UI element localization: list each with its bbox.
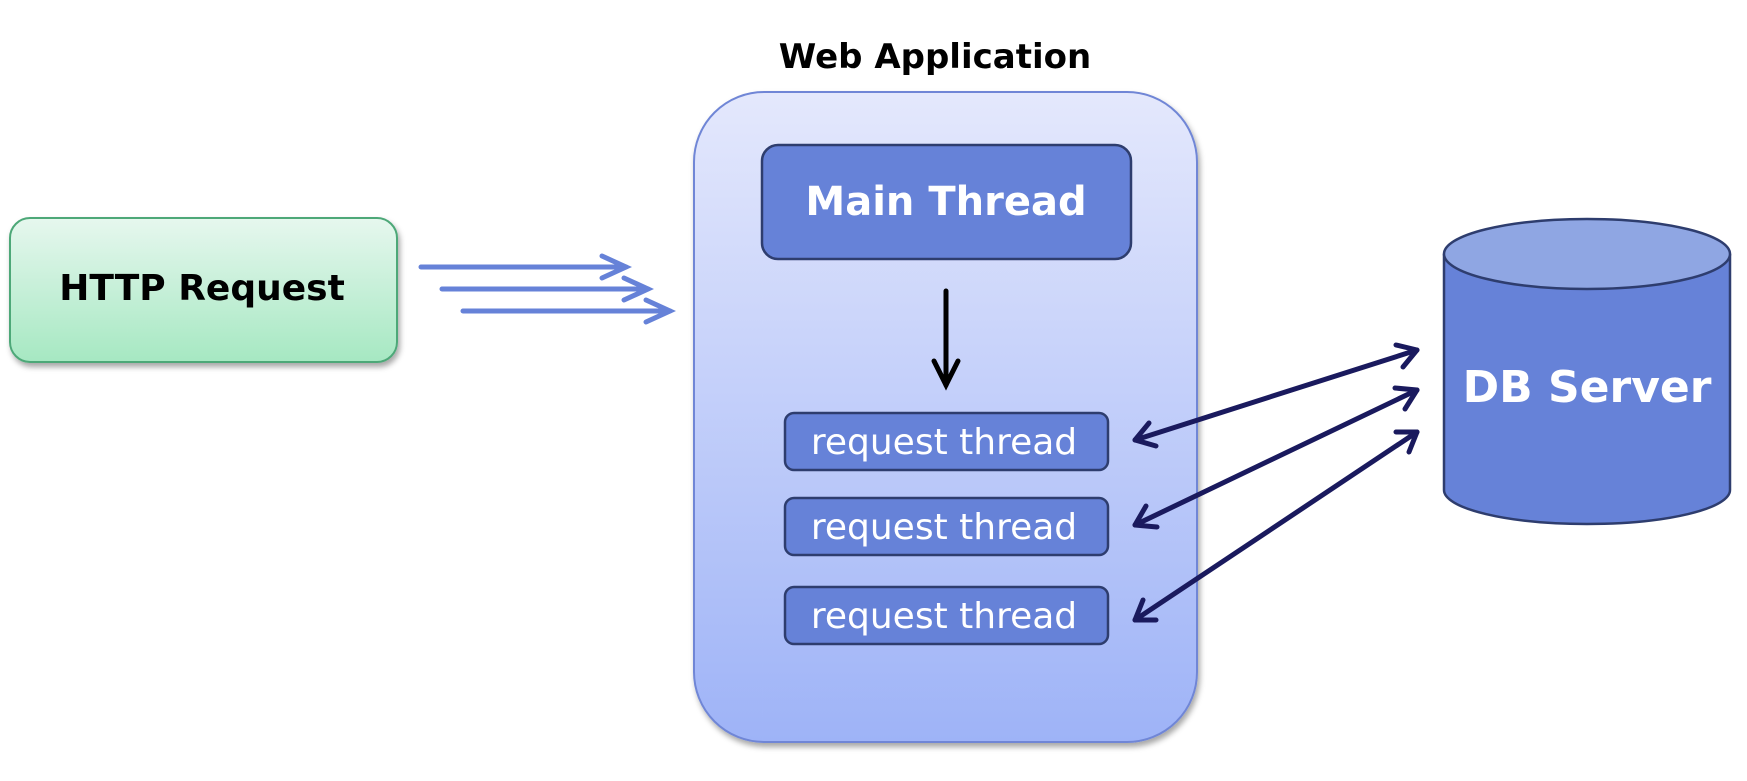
http-request-box: HTTP Request <box>9 217 398 363</box>
db-arrow-2 <box>1132 385 1420 530</box>
request-thread-2: request thread <box>783 496 1110 557</box>
request-thread-3: request thread <box>783 585 1110 646</box>
http-request-label: HTTP Request <box>59 268 345 309</box>
db-server-cylinder: DB Server <box>1442 217 1732 526</box>
request-thread-label: request thread <box>811 422 1077 463</box>
db-arrow-3 <box>1132 429 1420 623</box>
request-thread-label: request thread <box>811 507 1077 548</box>
db-arrows <box>1132 342 1420 623</box>
incoming-arrows <box>418 253 677 325</box>
db-server-label: DB Server <box>1463 362 1712 413</box>
diagram-title: Web Application <box>779 37 1091 77</box>
request-thread-label: request thread <box>811 596 1077 637</box>
main-thread-label: Main Thread <box>805 179 1086 225</box>
db-arrow-1 <box>1132 342 1420 449</box>
request-thread-1: request thread <box>783 411 1110 472</box>
incoming-arrow-3 <box>460 297 677 325</box>
main-thread-arrow <box>931 288 961 391</box>
incoming-arrow-2 <box>439 275 655 303</box>
incoming-arrow-1 <box>418 253 633 281</box>
db-server-top <box>1442 217 1732 291</box>
main-thread-box: Main Thread <box>760 143 1133 261</box>
